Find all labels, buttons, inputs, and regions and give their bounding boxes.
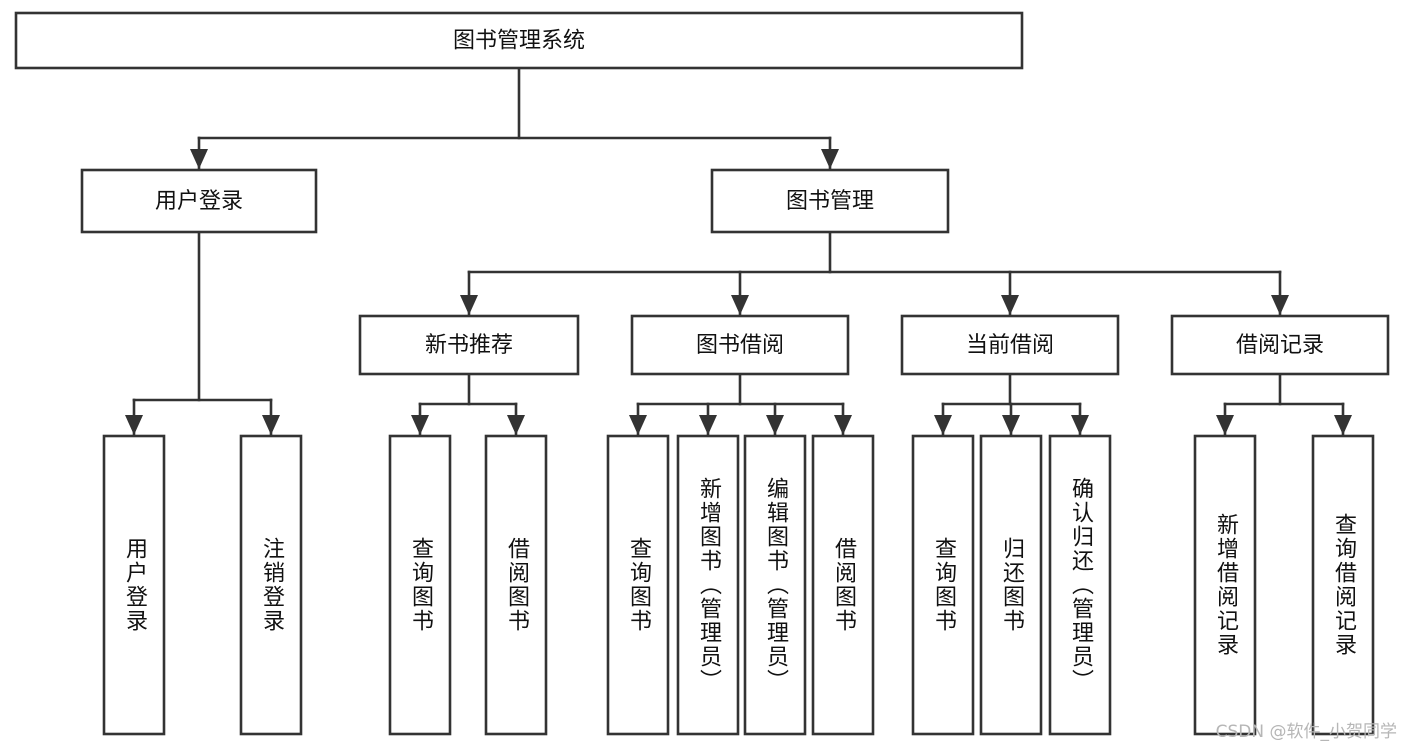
records-arrow-1 xyxy=(1334,415,1352,435)
root-arrow-0 xyxy=(190,149,208,169)
user-login-arrow-1 xyxy=(262,415,280,435)
book-mgmt-arrow-3 xyxy=(1271,295,1289,315)
level3-node-0-label: 新书推荐 xyxy=(425,333,513,358)
level2-node-0-box[interactable] xyxy=(80,168,318,234)
leaf-node-7-box[interactable] xyxy=(811,434,875,736)
borrow-arrow-1 xyxy=(699,415,717,435)
level3-node-1-label: 图书借阅 xyxy=(696,333,784,358)
new-book-arrow-1 xyxy=(507,415,525,435)
leaf-node-8-box[interactable] xyxy=(911,434,975,736)
leaf-node-6-box[interactable] xyxy=(743,434,807,736)
leaf-node-11-box[interactable] xyxy=(1193,434,1257,736)
current-arrow-2 xyxy=(1071,415,1089,435)
borrow-arrow-0 xyxy=(629,415,647,435)
level2-node-1-label: 图书管理 xyxy=(786,189,874,214)
level3-node-1-box[interactable] xyxy=(630,314,850,376)
level3-node-2-box[interactable] xyxy=(900,314,1120,376)
root-node-label: 图书管理系统 xyxy=(453,29,585,54)
leaf-node-12-box[interactable] xyxy=(1311,434,1375,736)
connectors-layer xyxy=(125,66,1352,437)
leaf-node-3-box[interactable] xyxy=(484,434,548,736)
new-book-arrow-0 xyxy=(411,415,429,435)
borrow-arrow-3 xyxy=(834,415,852,435)
leaf-node-10-box[interactable] xyxy=(1048,434,1112,736)
level2-node-0-label: 用户登录 xyxy=(155,189,243,214)
boxes-layer xyxy=(14,11,1390,736)
leaf-node-2-box[interactable] xyxy=(388,434,452,736)
level3-node-0-box[interactable] xyxy=(358,314,580,376)
leaf-node-1-box[interactable] xyxy=(239,434,303,736)
records-arrow-0 xyxy=(1216,415,1234,435)
level3-node-3-label: 借阅记录 xyxy=(1236,333,1324,358)
book-mgmt-arrow-1 xyxy=(731,295,749,315)
user-login-arrow-0 xyxy=(125,415,143,435)
root-node-box[interactable] xyxy=(14,11,1024,70)
current-arrow-1 xyxy=(1002,415,1020,435)
leaf-node-9-box[interactable] xyxy=(979,434,1043,736)
leaf-node-0-box[interactable] xyxy=(102,434,166,736)
root-arrow-1 xyxy=(821,149,839,169)
level2-node-1-box[interactable] xyxy=(710,168,950,234)
book-mgmt-arrow-0 xyxy=(460,295,478,315)
leaf-node-5-box[interactable] xyxy=(676,434,740,736)
level3-node-3-box[interactable] xyxy=(1170,314,1390,376)
leaf-node-4-box[interactable] xyxy=(606,434,670,736)
current-arrow-0 xyxy=(934,415,952,435)
book-mgmt-arrow-2 xyxy=(1001,295,1019,315)
level3-node-2-label: 当前借阅 xyxy=(966,333,1054,358)
watermark-text: CSDN @软件_小贺同学 xyxy=(1215,722,1397,742)
borrow-arrow-2 xyxy=(766,415,784,435)
